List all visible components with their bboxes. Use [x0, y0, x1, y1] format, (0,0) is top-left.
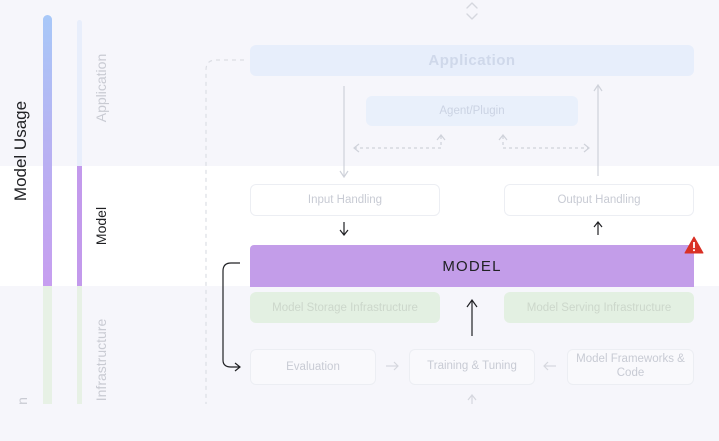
- output-to-app-arrow: [593, 83, 603, 176]
- model-storage-box[interactable]: Model Storage Infrastructure: [250, 292, 440, 323]
- model-serving-box[interactable]: Model Serving Infrastructure: [504, 292, 694, 323]
- infra-to-model-arrow: [466, 298, 478, 336]
- model-usage-bar: [43, 15, 52, 286]
- agent-plugin-box[interactable]: Agent/Plugin: [366, 96, 578, 126]
- app-to-input-arrow: [339, 86, 349, 179]
- model-layer-bar: [77, 166, 82, 286]
- model-to-evaluation-loop: [222, 262, 241, 372]
- warning-triangle-icon[interactable]: [684, 236, 704, 254]
- input-to-model-arrow: [339, 222, 349, 236]
- training-tuning-box[interactable]: Training & Tuning: [409, 349, 535, 385]
- input-handling-box[interactable]: Input Handling: [250, 184, 440, 216]
- agent-dashed-links: [353, 134, 590, 153]
- application-box[interactable]: Application: [250, 45, 694, 76]
- diagram-connectors: [205, 2, 603, 404]
- infrastructure-layer-bar: [77, 286, 82, 404]
- output-handling-box[interactable]: Output Handling: [504, 184, 694, 216]
- model-frameworks-box[interactable]: Model Frameworks & Code: [567, 349, 694, 385]
- evaluation-box[interactable]: Evaluation: [250, 349, 376, 385]
- scroll-indicator-icon: [466, 2, 478, 20]
- model-to-output-arrow: [593, 221, 603, 235]
- dashed-loop-connector: [205, 59, 244, 404]
- pipeline-arrows: [386, 361, 556, 404]
- model-usage-bar-lower: [43, 286, 52, 404]
- application-layer-bar: [77, 20, 82, 166]
- model-box[interactable]: MODEL: [250, 245, 694, 287]
